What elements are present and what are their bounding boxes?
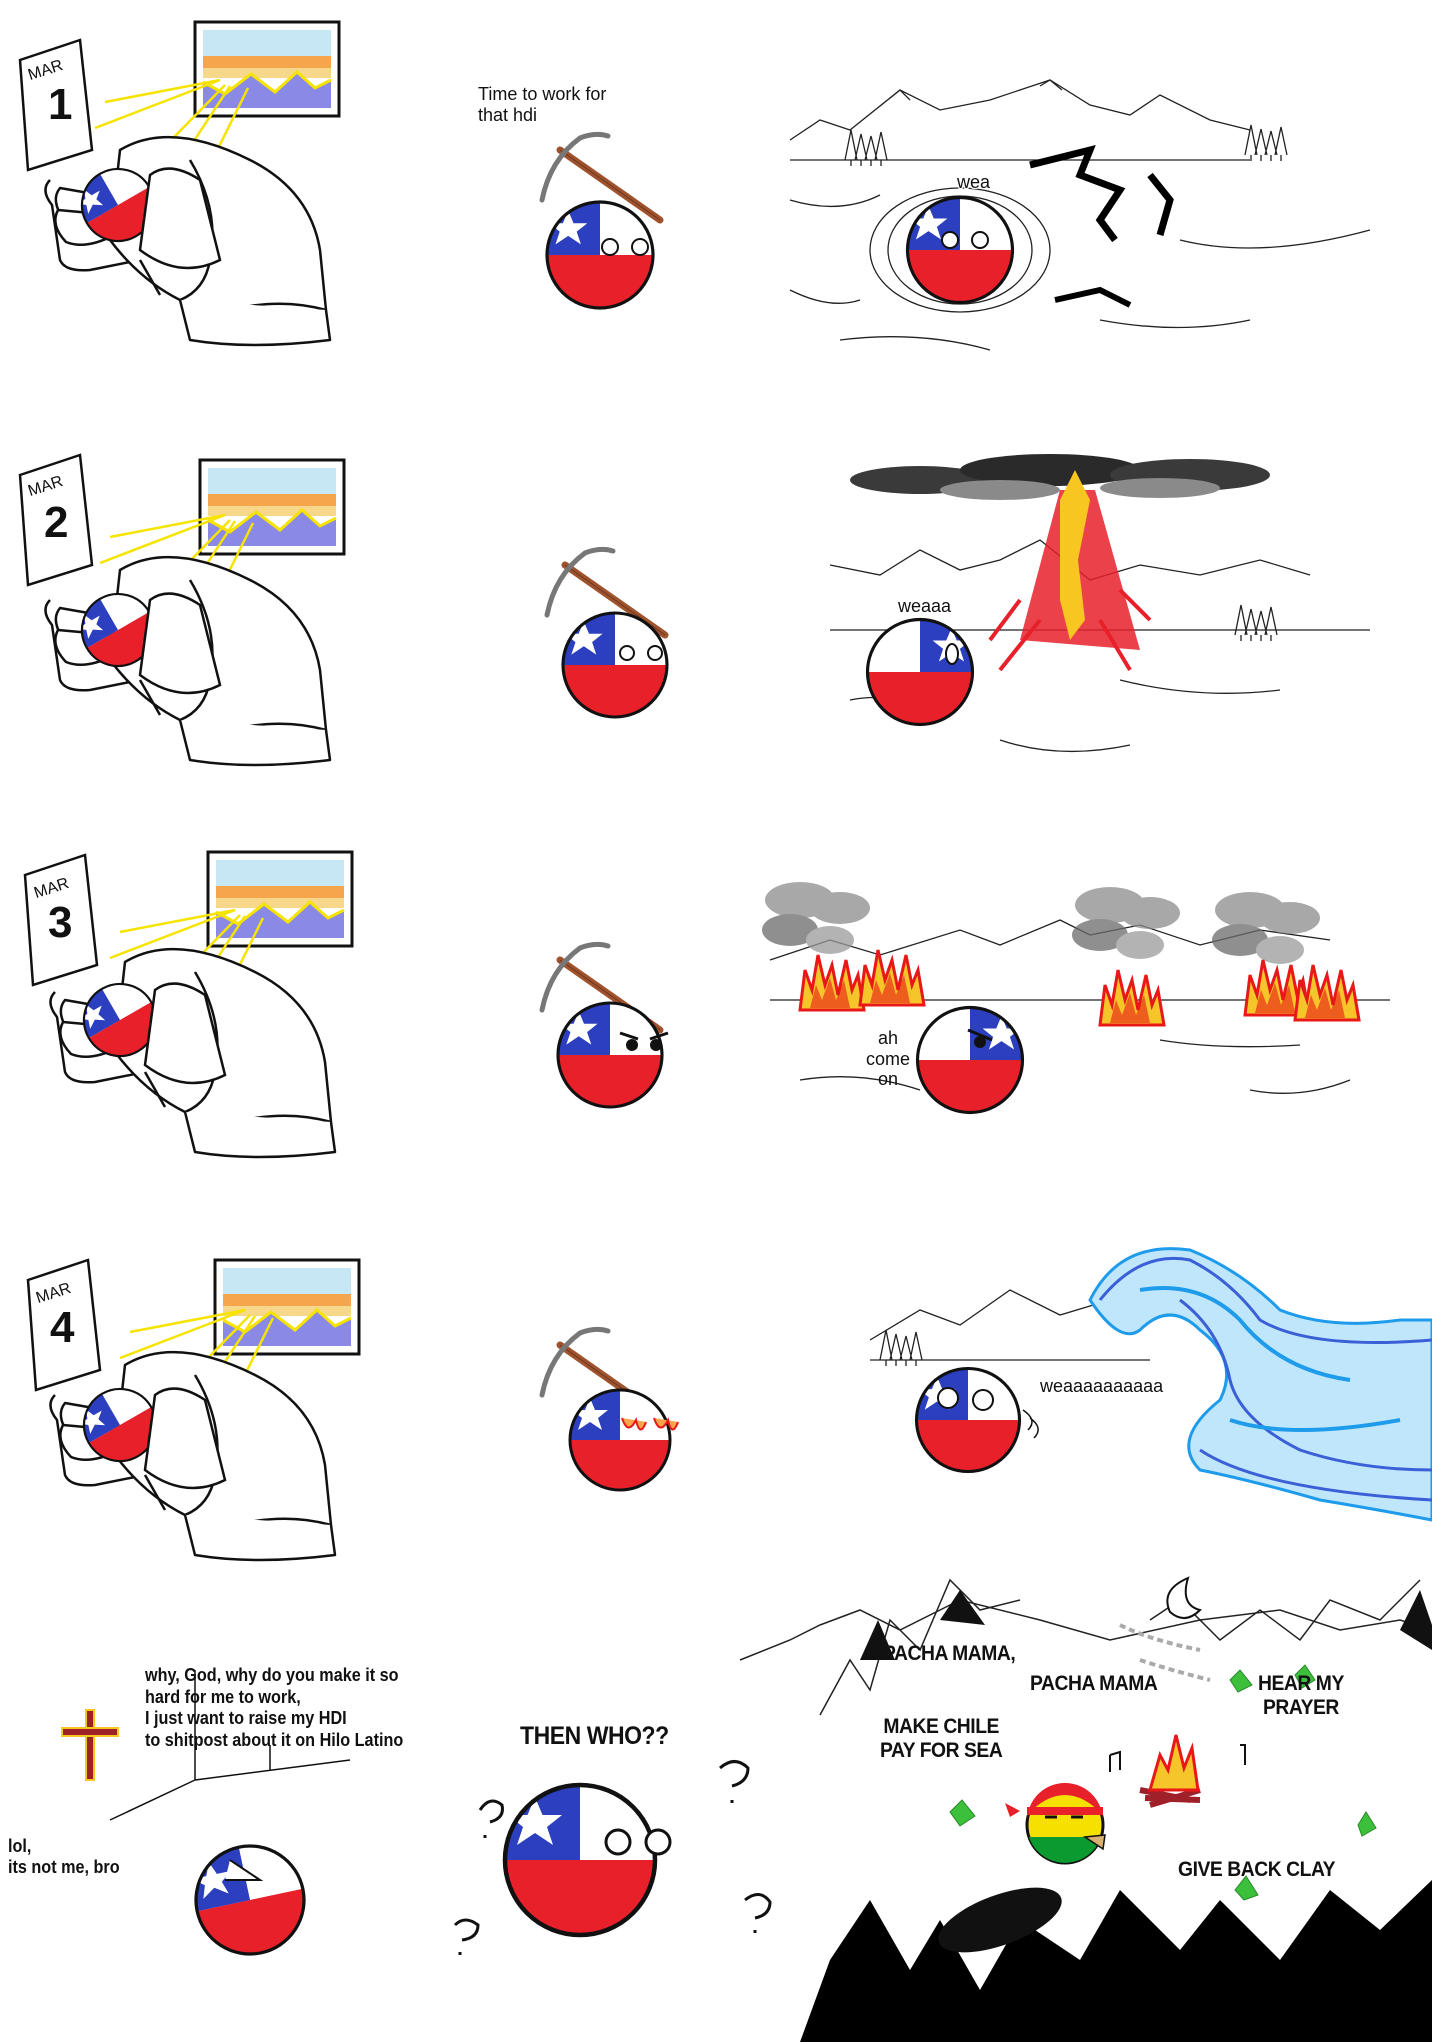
prayer-text: why, God, why do you make it so hard for… bbox=[145, 1665, 404, 1750]
chant-make-chile-pay: MAKE CHILE PAY FOR SEA bbox=[880, 1715, 1003, 1763]
reaction-earthquake: wea bbox=[957, 172, 991, 192]
chant-pacha-mama-1: PACHA MAMA, bbox=[883, 1642, 1016, 1665]
then-who-text: THEN WHO?? bbox=[520, 1722, 669, 1750]
panel-row-4 bbox=[26, 1247, 1432, 1562]
night-altar-scene bbox=[739, 1576, 1432, 2042]
panel-row-2 bbox=[18, 453, 1370, 767]
working-chile-ball bbox=[553, 603, 678, 728]
reaction-wildfire: ah come on bbox=[866, 1028, 911, 1090]
calendar-day-4: 4 bbox=[50, 1303, 75, 1352]
question-mark-icon bbox=[453, 1760, 772, 1955]
moon-icon bbox=[1166, 1576, 1202, 1619]
chant-pacha-mama-2: PACHA MAMA bbox=[1030, 1672, 1158, 1695]
working-chile-ball bbox=[536, 191, 663, 318]
bolivia-ball bbox=[1005, 1783, 1106, 1865]
fleeing-chile-ball bbox=[906, 1358, 1039, 1482]
god-reply: lol, its not me, bro bbox=[8, 1836, 120, 1877]
confused-chile-ball bbox=[490, 1770, 670, 1950]
calendar-day-3: 3 bbox=[48, 898, 73, 947]
window-icon bbox=[193, 20, 341, 118]
annoyed-chile-ball bbox=[548, 993, 673, 1118]
chant-hear-my-prayer: HEAR MY PRAYER bbox=[1258, 1672, 1344, 1720]
shaking-chile-ball bbox=[869, 187, 1051, 313]
panel-row-5 bbox=[61, 1576, 1432, 2042]
calendar-day-1: 1 bbox=[48, 80, 73, 129]
window-icon bbox=[206, 850, 354, 948]
campfire-icon bbox=[1139, 1734, 1201, 1808]
volcano bbox=[988, 470, 1152, 672]
ash-cloud bbox=[850, 454, 1270, 500]
frustrated-chile-ball bbox=[907, 997, 1033, 1123]
calendar-day-2: 2 bbox=[44, 498, 69, 547]
reaction-volcano: weaaa bbox=[898, 596, 952, 616]
angry-chile-ball bbox=[560, 1380, 680, 1500]
music-note-icon bbox=[1109, 1744, 1246, 1772]
panel-row-3 bbox=[23, 850, 1390, 1159]
sad-chile-ball bbox=[173, 1823, 327, 1977]
panel-row-1 bbox=[18, 20, 1371, 351]
reaction-tsunami: weaaaaaaaaaa bbox=[1040, 1376, 1164, 1396]
cross-icon bbox=[61, 1709, 119, 1781]
tsunami-wave bbox=[1088, 1247, 1432, 1522]
chant-give-back-clay: GIVE BACK CLAY bbox=[1178, 1858, 1336, 1881]
startled-chile-ball bbox=[857, 609, 983, 735]
window-icon bbox=[213, 1258, 361, 1356]
work-caption: Time to work for that hdi bbox=[478, 84, 607, 125]
